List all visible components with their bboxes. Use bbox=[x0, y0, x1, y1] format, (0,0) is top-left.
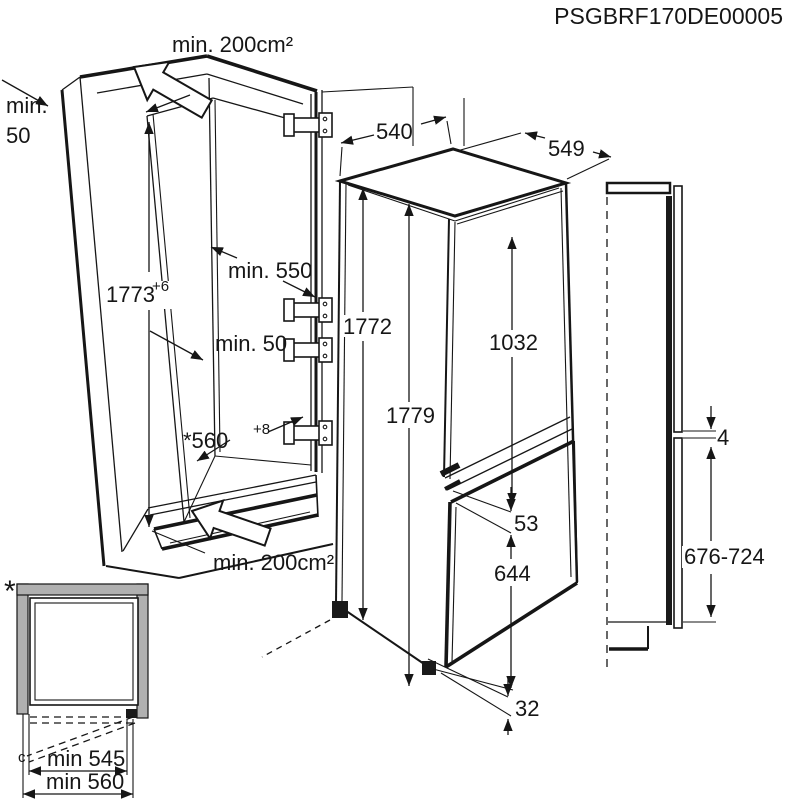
hinge-icon bbox=[283, 112, 333, 138]
label-rear-clearance: min. 50 bbox=[215, 331, 287, 356]
appliance-view: 540 549 1772 1779 1032 53 644 bbox=[261, 115, 612, 735]
label-appliance-width: 540 bbox=[376, 119, 413, 144]
door-pivot bbox=[126, 709, 137, 718]
label-panel-gap: 4 bbox=[717, 425, 729, 450]
label-side-clearance-2: 50 bbox=[6, 123, 30, 148]
top-plate bbox=[605, 181, 672, 195]
label-appliance-depth: 549 bbox=[548, 136, 585, 161]
corner-label: c bbox=[18, 749, 26, 766]
label-plinth-height: 32 bbox=[515, 696, 539, 721]
hinge-icon bbox=[283, 337, 333, 363]
appliance-foot bbox=[332, 601, 348, 618]
label-niche-width: *560 bbox=[183, 428, 228, 453]
label-inset-depth-with-vent: min 560 bbox=[46, 769, 124, 794]
top-view-inset: * c min 545 min 560 bbox=[4, 575, 149, 799]
footnote-marker: * bbox=[4, 575, 16, 608]
airflow-arrow-top bbox=[132, 60, 214, 120]
hinge-icon bbox=[283, 420, 333, 446]
niche-view: 1773 +6 min. 550 min. 50 *560 +8 min. 20… bbox=[1, 32, 465, 579]
label-upper-door-height: 1032 bbox=[489, 330, 538, 355]
label-niche-height: 1773 bbox=[106, 282, 155, 307]
label-niche-depth: min. 550 bbox=[228, 258, 312, 283]
label-niche-width-tolerance: +8 bbox=[253, 421, 270, 438]
door-swing-line bbox=[26, 716, 134, 757]
label-inset-depth-min: min 545 bbox=[47, 746, 125, 771]
label-door-gap: 53 bbox=[514, 511, 538, 536]
label-appliance-height-body: 1772 bbox=[343, 314, 392, 339]
label-niche-height-tolerance: +6 bbox=[152, 278, 169, 295]
upper-furniture-panel bbox=[673, 185, 683, 433]
label-lower-panel-range: 676-724 bbox=[684, 544, 765, 569]
cabinet-wall-back bbox=[16, 583, 149, 596]
appliance-outline bbox=[29, 597, 139, 706]
lower-furniture-panel bbox=[673, 437, 683, 629]
appliance-foot bbox=[422, 661, 436, 675]
document-number: PSGBRF170DE00005 bbox=[554, 3, 783, 29]
door-swing-line bbox=[28, 722, 136, 763]
hinge-brackets bbox=[283, 112, 333, 446]
label-side-clearance-1: min. bbox=[6, 93, 48, 118]
panel-section-view: 4 676-724 bbox=[605, 181, 766, 667]
label-vent-bottom: min. 200cm² bbox=[213, 550, 334, 575]
airflow-arrow-bottom bbox=[190, 498, 272, 547]
label-vent-top: min. 200cm² bbox=[172, 32, 293, 57]
appliance-door-section bbox=[666, 196, 672, 625]
cabinet-wall-left bbox=[16, 583, 29, 715]
label-appliance-height-total: 1779 bbox=[386, 403, 435, 428]
hinge-icon bbox=[283, 297, 333, 323]
label-lower-door-height: 644 bbox=[494, 561, 531, 586]
